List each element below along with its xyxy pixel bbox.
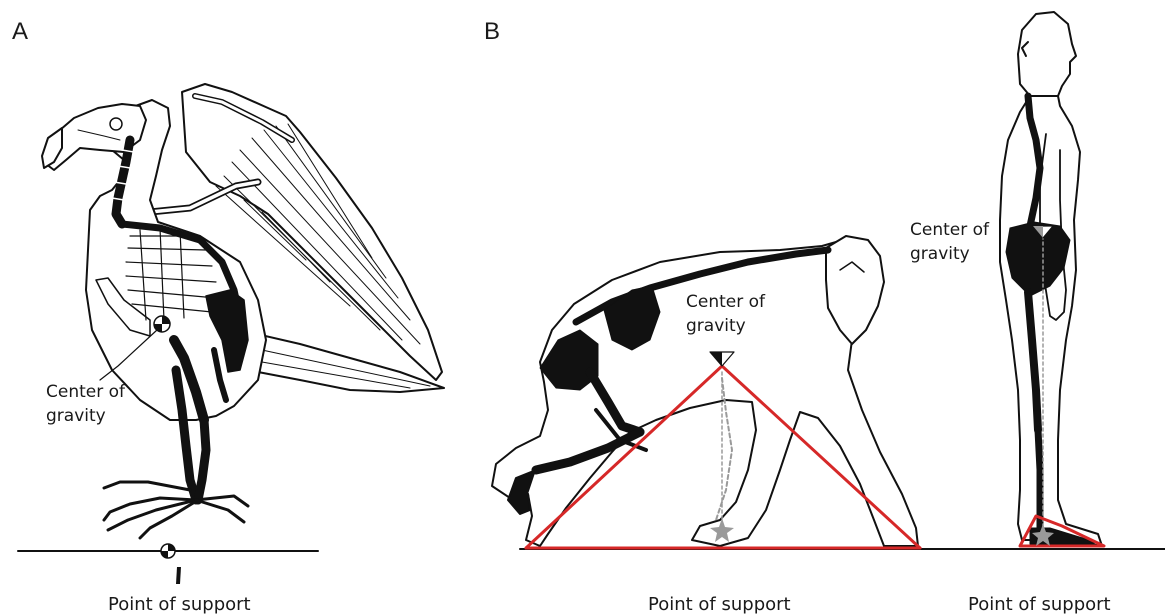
bird-talons <box>104 482 248 538</box>
biped-tibia <box>1038 430 1040 528</box>
bird-center-of-gravity-symbol <box>154 316 170 332</box>
biped-body <box>1000 96 1102 546</box>
bird-leg-right <box>198 420 206 500</box>
panel-a-letter: A <box>12 18 28 46</box>
quadruped-cog-line2: gravity <box>686 314 765 338</box>
panel-a-cog-line2: gravity <box>46 404 125 428</box>
biped-point-of-support-label: Point of support <box>968 594 1111 615</box>
biped-cog-line2: gravity <box>910 242 989 266</box>
quadruped-cog-line1: Center of <box>686 290 765 314</box>
quadruped-center-of-gravity-label: Center of gravity <box>686 290 765 338</box>
quadruped-point-of-support-label: Point of support <box>648 594 791 615</box>
biped-cog-line1: Center of <box>910 218 989 242</box>
panel-b-letter: B <box>484 18 500 46</box>
panel-a-center-of-gravity-label: Center of gravity <box>46 380 125 428</box>
panel-a-cog-line1: Center of <box>46 380 125 404</box>
panel-a-point-of-support-label: Point of support <box>108 594 251 615</box>
panel-a-bird <box>18 84 444 584</box>
panel-b-biped <box>1000 12 1104 546</box>
biped-head <box>1018 12 1076 98</box>
biped-center-of-gravity-label: Center of gravity <box>910 218 989 266</box>
